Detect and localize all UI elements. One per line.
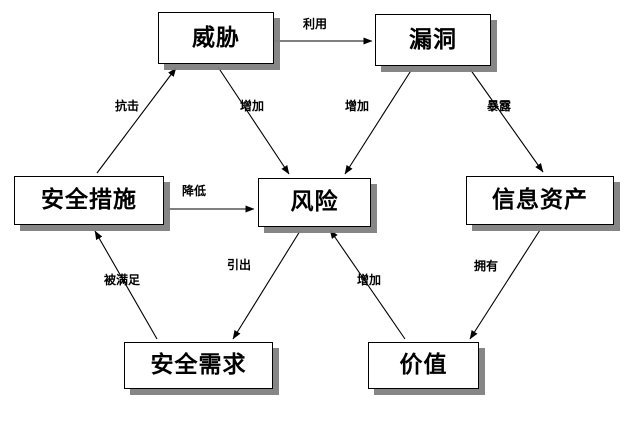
edge-threat-increases-risk xyxy=(217,66,290,175)
edge-measure-counters-threat xyxy=(96,67,177,174)
node-label: 信息资产 xyxy=(492,187,588,213)
edge-label-counter: 抗击 xyxy=(115,99,140,113)
node-threat[interactable]: 威胁 xyxy=(158,12,274,64)
edge-label-increase-value: 增加 xyxy=(357,273,382,287)
node-information-asset[interactable]: 信息资产 xyxy=(466,176,614,225)
node-value[interactable]: 价值 xyxy=(368,342,479,389)
node-security-measure[interactable]: 安全措施 xyxy=(14,176,164,225)
edge-vulnerability-increases-risk xyxy=(344,68,413,175)
edge-label-own: 拥有 xyxy=(474,259,499,273)
edge-requirement-satisfied-measure xyxy=(94,230,158,340)
edge-label-increase-vuln: 增加 xyxy=(345,99,370,113)
edge-value-increases-risk xyxy=(329,229,406,340)
node-label: 安全需求 xyxy=(150,352,247,378)
node-label: 风险 xyxy=(290,189,339,215)
node-label: 安全措施 xyxy=(41,187,137,213)
edge-label-expose: 暴露 xyxy=(487,99,512,113)
node-security-requirement[interactable]: 安全需求 xyxy=(124,342,273,389)
node-label: 漏洞 xyxy=(409,26,457,53)
node-label: 价值 xyxy=(399,352,448,378)
edge-label-exploit: 利用 xyxy=(303,17,328,31)
edge-label-satisfied: 被满足 xyxy=(104,273,141,287)
node-risk[interactable]: 风险 xyxy=(258,178,371,227)
edge-label-derive: 引出 xyxy=(227,258,252,272)
edge-risk-derives-requirement xyxy=(232,230,301,340)
edge-label-increase-threat: 增加 xyxy=(240,99,265,113)
edge-asset-owns-value xyxy=(469,229,541,340)
node-label: 威胁 xyxy=(192,24,240,51)
node-vulnerability[interactable]: 漏洞 xyxy=(375,14,491,66)
edge-vulnerability-exposes-asset xyxy=(469,68,544,173)
edge-label-reduce: 降低 xyxy=(182,184,207,198)
